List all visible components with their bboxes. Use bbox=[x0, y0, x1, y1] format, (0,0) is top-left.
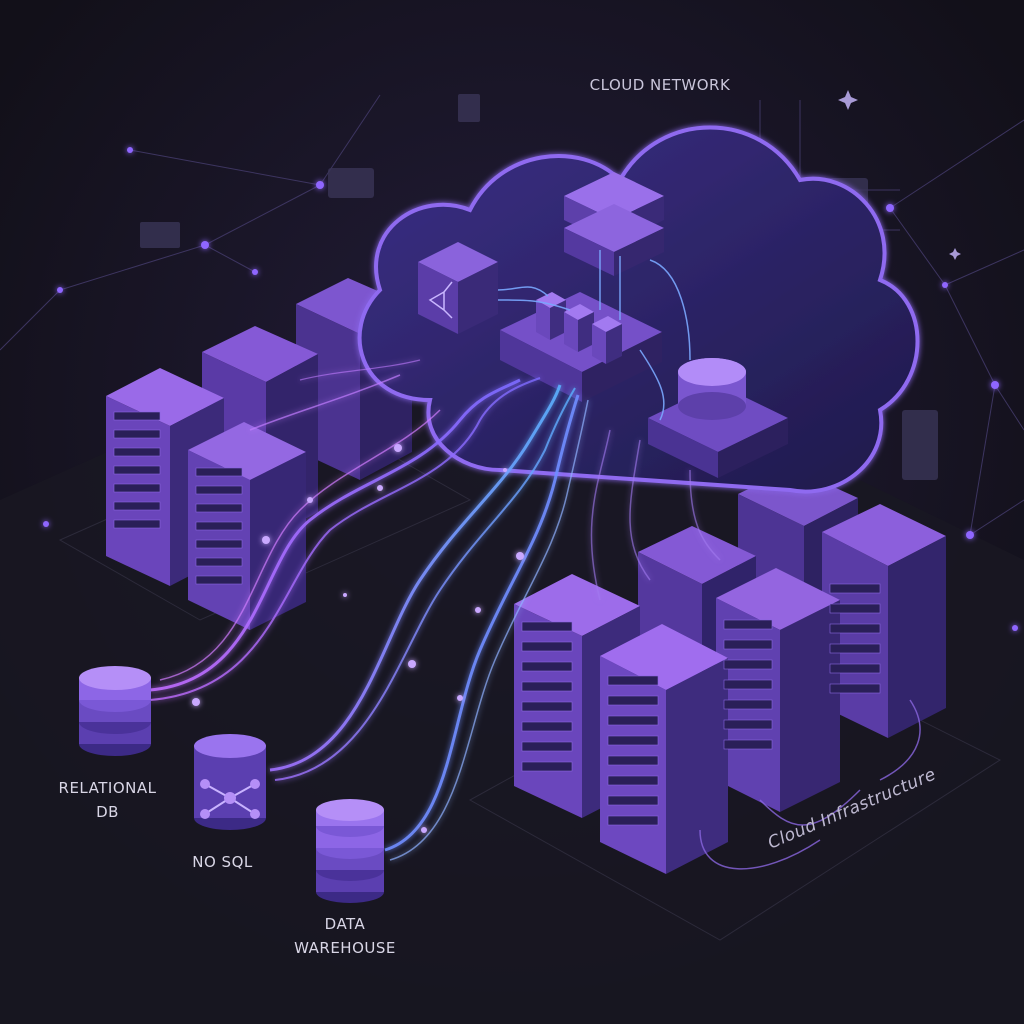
nosql-graph-icon bbox=[194, 734, 266, 830]
nosql-label: NO SQL bbox=[192, 853, 253, 871]
relational-db-label: RELATIONAL DB bbox=[30, 776, 185, 824]
server-rack-right-mid2 bbox=[716, 568, 840, 812]
network-nodes bbox=[43, 147, 1018, 631]
server-slots-right bbox=[521, 583, 881, 826]
cloud-server-stack-top bbox=[564, 172, 664, 276]
stream-particles bbox=[192, 444, 524, 833]
sparkle-icons bbox=[838, 90, 961, 260]
data-warehouse-label-line2: WAREHOUSE bbox=[294, 939, 396, 957]
cloud-database-unit bbox=[648, 358, 788, 478]
server-cables-right bbox=[699, 699, 921, 870]
relational-db-label-line1: RELATIONAL bbox=[58, 779, 157, 797]
cloud-mini-servers bbox=[536, 292, 622, 364]
cloud-network-title: CLOUD NETWORK bbox=[589, 76, 731, 94]
data-warehouse-label: DATA WAREHOUSE bbox=[270, 912, 420, 960]
data-streams bbox=[149, 359, 721, 861]
data-warehouse-icon bbox=[316, 799, 384, 903]
server-slots-left bbox=[113, 411, 243, 585]
data-warehouse-label-line1: DATA bbox=[324, 915, 366, 933]
relational-db-icon bbox=[79, 666, 151, 756]
server-rack-right-back2 bbox=[822, 504, 946, 738]
server-rack-right-front2 bbox=[600, 624, 728, 874]
relational-db-label-line2: DB bbox=[96, 803, 119, 821]
cloud-internal-wires bbox=[497, 250, 691, 421]
cloud-icon bbox=[357, 125, 920, 494]
cloud-node-cube bbox=[418, 242, 498, 334]
